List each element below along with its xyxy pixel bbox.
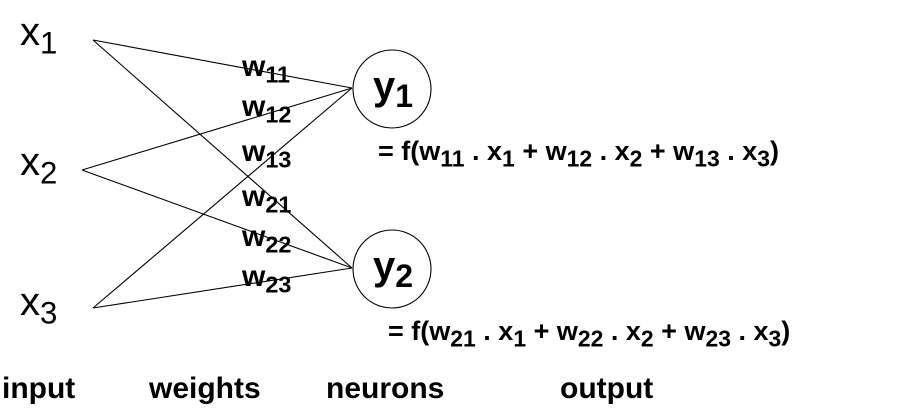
neuron-y1-circle (352, 49, 432, 129)
input-x2: x2 (20, 140, 58, 191)
caption-input: input (2, 372, 76, 405)
edge-x1-y1 (92, 39, 353, 89)
weight-w13: w13 (242, 135, 292, 173)
equation-y2: = f(w21 . x1 + w22 . x2 + w23 . x3) (388, 316, 791, 352)
caption-output: output (560, 372, 654, 405)
edge-x2-y1 (81, 87, 353, 171)
weight-w21: w21 (242, 180, 292, 218)
edge-x3-y2 (92, 267, 353, 309)
equation-y1: = f(w11 . x1 + w12 . x2 + w13 . x3) (378, 136, 779, 172)
weight-w12: w12 (242, 90, 292, 128)
caption-weights: weights (149, 372, 261, 405)
edge-x3-y1 (92, 87, 353, 309)
edge-x1-y2 (92, 39, 353, 269)
weight-w11: w11 (242, 50, 291, 88)
neuron-y2-circle (352, 229, 432, 309)
weight-w22: w22 (242, 220, 292, 258)
caption-neurons: neurons (326, 372, 445, 405)
edge-x2-y2 (81, 169, 353, 269)
weight-w23: w23 (242, 260, 292, 298)
input-x3: x3 (20, 280, 58, 331)
input-x1: x1 (20, 10, 58, 61)
neuron-y1-label: y1 (372, 64, 414, 114)
neuron-y2-label: y2 (372, 244, 414, 294)
